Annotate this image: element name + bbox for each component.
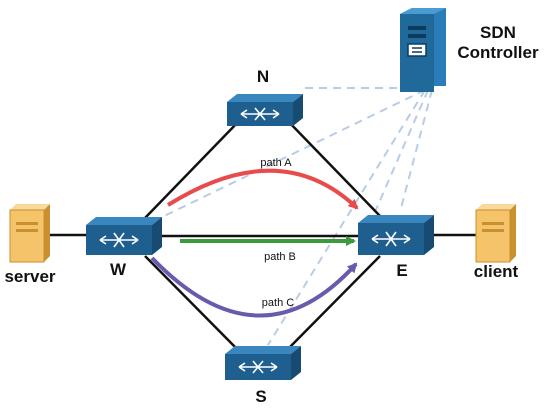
switch-s — [225, 346, 301, 380]
switch-icon — [225, 346, 301, 380]
path-c-label: path C — [262, 297, 294, 309]
server-host: server — [4, 204, 56, 286]
control-link-e1 — [374, 89, 429, 213]
switch-icon — [227, 94, 303, 126]
switch-n — [227, 94, 303, 126]
switch-icon — [86, 217, 162, 255]
link-s-e — [284, 255, 381, 353]
client-host: client — [474, 204, 519, 281]
path-b-label: path B — [264, 251, 296, 263]
switch-s-label: S — [255, 387, 266, 406]
client-label: client — [474, 262, 519, 281]
control-link-w — [159, 89, 426, 219]
path-c-arrow — [150, 256, 358, 318]
link-w-n — [144, 119, 241, 219]
control-link-e2 — [399, 89, 433, 213]
switch-w-label: W — [110, 260, 127, 279]
server-icon — [9, 204, 50, 263]
path-a-arrow — [166, 168, 359, 210]
controller-label-line2: Controller — [457, 43, 539, 62]
physical-links — [48, 117, 478, 353]
switch-w — [86, 217, 162, 255]
switch-e-label: E — [396, 261, 407, 280]
sdn-controller: SDN Controller — [400, 8, 539, 92]
control-link-s — [267, 89, 426, 346]
server-label: server — [4, 267, 55, 286]
controller-label-line1: SDN — [480, 23, 516, 42]
switch-icon — [358, 215, 434, 255]
link-w-s — [144, 255, 241, 353]
path-a-label: path A — [260, 157, 292, 169]
switch-n-label: N — [257, 67, 269, 86]
server-tower-icon — [400, 8, 446, 92]
client-icon — [475, 204, 516, 263]
switch-e — [358, 215, 434, 255]
link-n-e — [284, 117, 381, 217]
